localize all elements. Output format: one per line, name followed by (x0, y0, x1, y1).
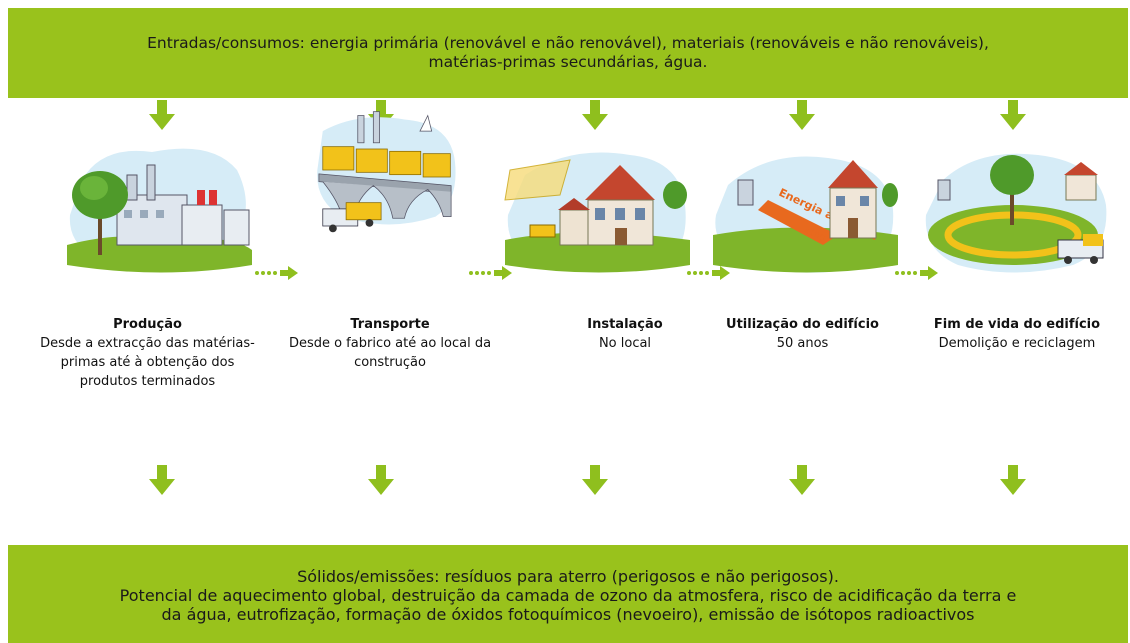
stage-description: Desde o fabrico até ao local da construç… (288, 336, 492, 370)
inputs-line-2: matérias-primas secundárias, água. (428, 53, 708, 71)
down-arrow-icon (149, 465, 175, 495)
stage-description: No local (598, 336, 652, 351)
outputs-line-3: da água, eutrofização, formação de óxido… (161, 605, 975, 624)
inputs-banner: Entradas/consumos: energia primária (ren… (8, 8, 1128, 98)
dotted-right-arrow-icon (255, 266, 298, 280)
down-arrow-icon (582, 100, 608, 130)
down-arrow-icon (368, 100, 394, 130)
end-of-life-illustration (925, 153, 1107, 273)
down-arrow-icon (582, 465, 608, 495)
stage-title: Instalação (587, 317, 663, 332)
outputs-banner: Sólidos/emissões: resíduos para aterro (… (8, 545, 1128, 643)
outputs-line-1: Sólidos/emissões: resíduos para aterro (… (297, 567, 839, 586)
factory-illustration (67, 148, 252, 273)
down-arrow-icon (789, 465, 815, 495)
stage-installation: Instalação No local (540, 315, 710, 353)
stage-title: Fim de vida do edifício (933, 317, 1101, 332)
dotted-right-arrow-icon (469, 266, 512, 280)
inputs-line-1: Entradas/consumos: energia primária (ren… (147, 34, 989, 52)
stage-production: Produção Desde a extracção das matérias-… (40, 315, 255, 391)
down-arrow-icon (368, 465, 394, 495)
stage-title: Produção (113, 317, 182, 332)
down-arrow-icon (789, 100, 815, 130)
stage-description: 50 anos (776, 336, 829, 351)
stage-building-use: Utilização do edifício 50 anos (705, 315, 900, 353)
stage-title: Utilização do edifício (726, 317, 879, 332)
stage-transport: Transporte Desde o fabrico até ao local … (280, 315, 500, 372)
installation-illustration (504, 152, 690, 273)
outputs-line-2: Potencial de aquecimento global, destrui… (119, 586, 1017, 605)
down-arrow-icon (1000, 465, 1026, 495)
transport-illustration (317, 111, 456, 233)
dotted-right-arrow-icon (895, 266, 938, 280)
stage-description: Desde a extracção das matérias-primas at… (40, 336, 255, 389)
stage-title: Transporte (350, 317, 430, 332)
building-use-illustration: Energia ahorrada x100 (713, 156, 898, 273)
stage-description: Demolição e reciclagem (938, 336, 1096, 351)
down-arrow-icon (149, 100, 175, 130)
dotted-right-arrow-icon (687, 266, 730, 280)
stage-end-of-life: Fim de vida do edifício Demolição e reci… (908, 315, 1126, 353)
down-arrow-icon (1000, 100, 1026, 130)
